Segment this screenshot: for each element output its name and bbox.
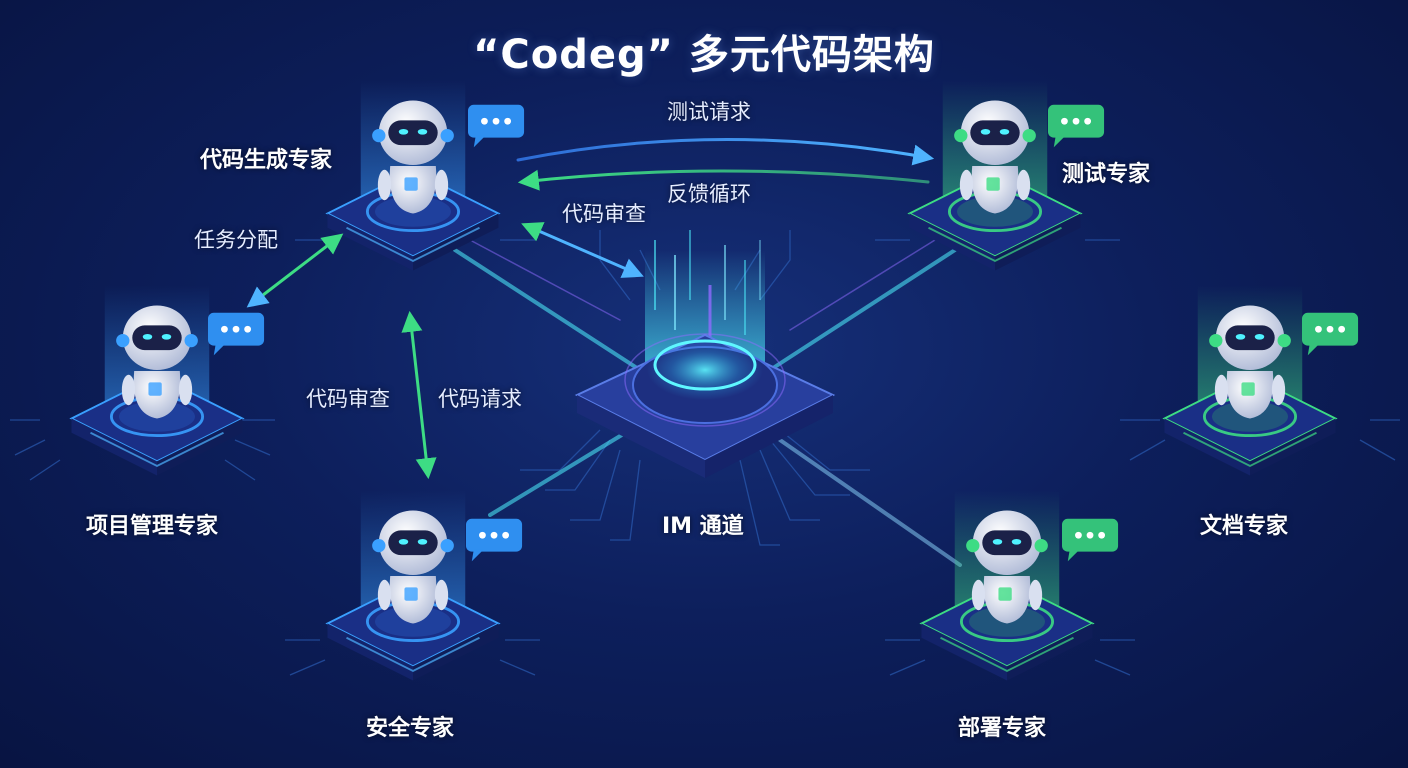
codegen-expert-label: 代码生成专家 (200, 148, 333, 173)
feedback-loop-arrow (517, 169, 930, 191)
page-title: “Codeg” 多元代码架构 (473, 32, 935, 78)
data-stream (654, 230, 761, 340)
test-chat-icon (1048, 104, 1105, 148)
deploy-expert-label: 部署专家 (958, 716, 1047, 741)
code-request-label: 代码请求 (438, 387, 522, 411)
flow-arrows (246, 137, 935, 480)
code-review-top-label: 代码审查 (562, 202, 646, 226)
task-assignment-arrow (246, 233, 344, 308)
codegen-chat-icon (468, 104, 525, 148)
code-review-left-label: 代码审查 (306, 387, 390, 411)
code-review-request-arrow (401, 310, 437, 480)
security-chat-icon (466, 518, 523, 562)
security-expert-label: 安全专家 (366, 716, 455, 741)
docs-expert-label: 文档专家 (1200, 514, 1289, 539)
task-assignment-label: 任务分配 (194, 228, 278, 252)
im-channel-hub (574, 230, 836, 478)
test-request-arrow (516, 137, 935, 166)
test-request-label: 测试请求 (667, 100, 751, 124)
code-review-top-arrow (521, 222, 644, 278)
feedback-loop-label: 反馈循环 (667, 182, 751, 206)
hub-links (453, 239, 962, 567)
docs-chat-icon (1302, 312, 1359, 356)
deploy-chat-icon (1062, 518, 1119, 562)
pm-expert-label: 项目管理专家 (86, 514, 219, 539)
pm-chat-icon (208, 312, 265, 356)
im-channel-label: IM 通道 (662, 514, 744, 539)
test-expert-label: 测试专家 (1062, 162, 1151, 187)
